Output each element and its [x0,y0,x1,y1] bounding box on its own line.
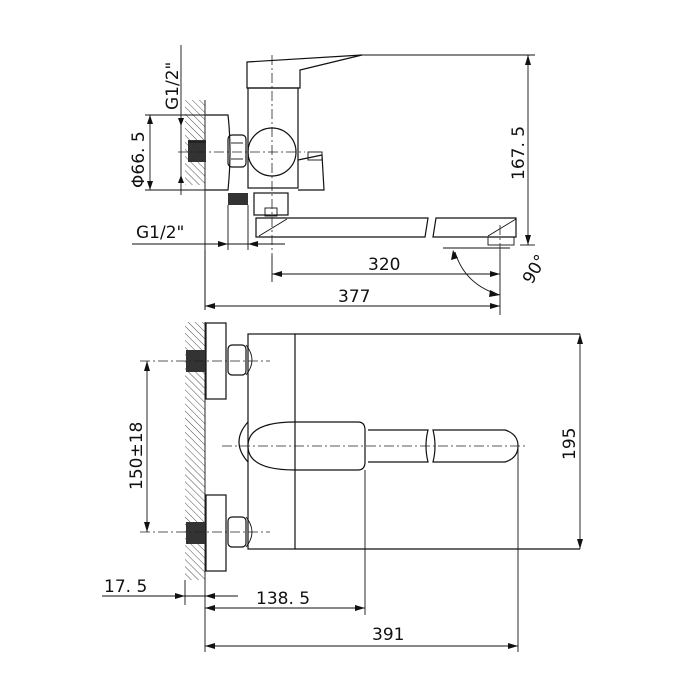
side-view: G1/2" Φ66. 5 G1/2" 167. 5 320 [129,45,551,315]
dim-spout-length: 320 [368,255,400,275]
lower-escutcheon [205,494,227,572]
connector-nut [227,134,247,168]
mixer-body-top [247,333,296,550]
mixer-body [247,87,299,189]
handle-cap [238,421,249,463]
aerator [487,236,515,246]
dim-escutcheon-diameter: Φ66. 5 [129,131,149,188]
dim-wall-to-handle: 138. 5 [256,589,310,609]
spout-base [253,192,289,216]
escutcheon [206,114,231,191]
wall-section-top [185,322,205,580]
dim-wall-to-spout: 377 [338,287,370,307]
dim-outlet-thread: G1/2" [136,223,184,243]
outlet-thread [228,193,248,205]
lever-handle [246,54,363,89]
lower-nut [227,516,247,548]
dim-overall-length: 391 [372,625,404,645]
spout-pipe [255,217,429,238]
lever-handle-top [247,421,366,471]
diverter-knob [297,154,325,191]
inlet-thread [188,140,206,162]
lower-inlet-thread [186,522,206,544]
dim-inlet-thread: G1/2" [163,62,183,110]
upper-nut [227,344,247,376]
dim-wall-offset: 17. 5 [104,577,147,597]
top-view: 150±18 195 17. 5 138. 5 391 [102,322,583,652]
dim-inlet-centers: 150±18 [127,422,147,490]
dim-total-height: 167. 5 [509,126,529,180]
dim-overall-depth: 195 [560,428,580,460]
dim-swivel-angle: 90° [519,251,551,287]
